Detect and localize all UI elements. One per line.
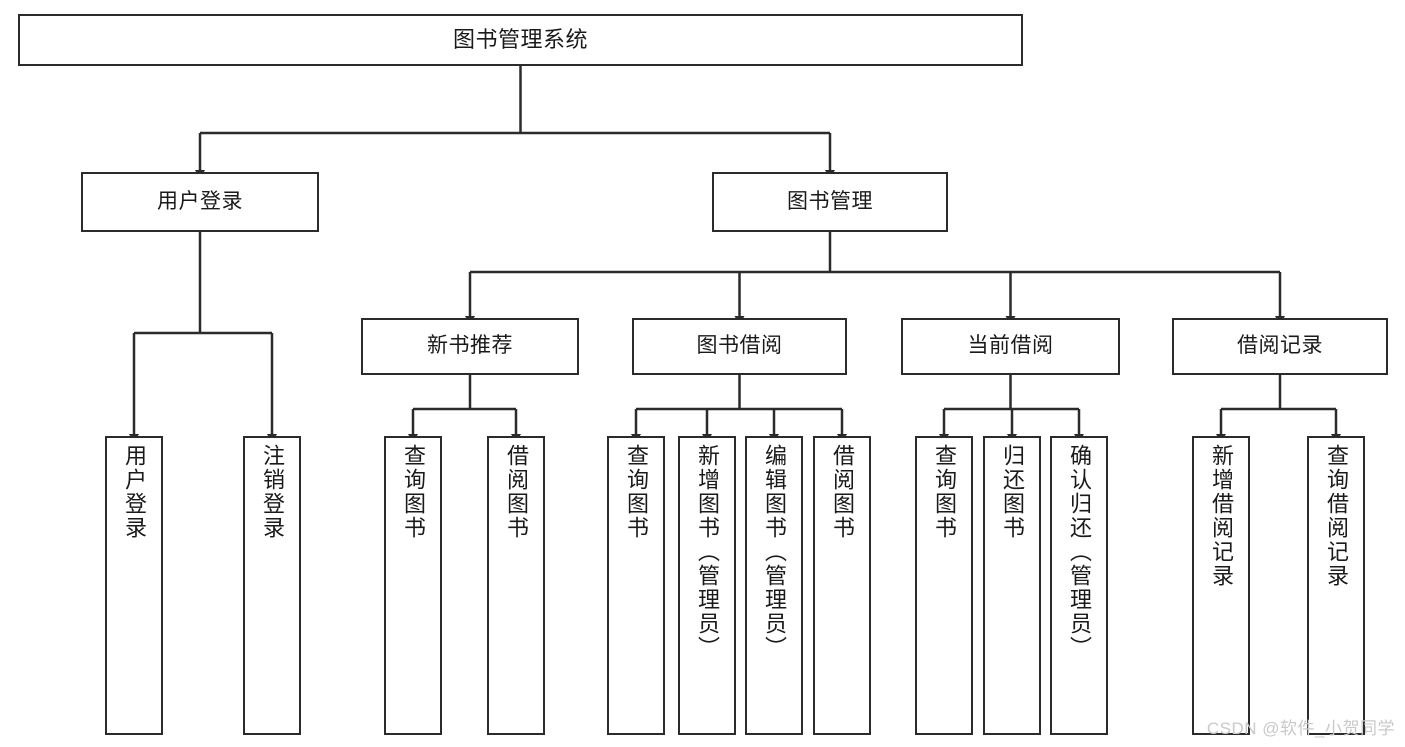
node-l8[interactable]: 借阅图书	[813, 436, 871, 735]
node-label: 用户登录	[122, 444, 147, 540]
node-label: 查询图书	[932, 444, 957, 540]
node-n-rec[interactable]: 借阅记录	[1172, 318, 1388, 375]
node-l12[interactable]: 新增借阅记录	[1192, 436, 1250, 735]
node-l13[interactable]: 查询借阅记录	[1307, 436, 1365, 735]
node-n-new[interactable]: 新书推荐	[361, 318, 579, 375]
node-label: 编辑图书（管理员）	[762, 444, 787, 660]
node-label: 归还图书	[1000, 444, 1025, 540]
node-l9[interactable]: 查询图书	[915, 436, 973, 735]
node-l7[interactable]: 编辑图书（管理员）	[745, 436, 803, 735]
node-n-cur[interactable]: 当前借阅	[901, 318, 1120, 375]
node-root[interactable]: 图书管理系统	[18, 14, 1023, 66]
node-label: 借阅记录	[1237, 334, 1323, 358]
node-label: 当前借阅	[967, 334, 1054, 358]
node-n-book[interactable]: 图书管理	[712, 172, 948, 232]
node-n-login[interactable]: 用户登录	[81, 172, 319, 232]
node-l5[interactable]: 查询图书	[607, 436, 665, 735]
node-label: 确认归还（管理员）	[1067, 444, 1092, 660]
node-l11[interactable]: 确认归还（管理员）	[1050, 436, 1108, 735]
node-label: 借阅图书	[830, 444, 855, 540]
edge-group	[129, 66, 1341, 443]
node-label: 图书管理系统	[452, 27, 588, 53]
node-label: 查询借阅记录	[1324, 444, 1349, 588]
node-l3[interactable]: 查询图书	[384, 436, 442, 735]
node-label: 新增借阅记录	[1209, 444, 1234, 588]
node-l10[interactable]: 归还图书	[983, 436, 1041, 735]
node-label: 新书推荐	[427, 334, 513, 358]
node-label: 查询图书	[401, 444, 426, 540]
node-label: 注销登录	[260, 444, 285, 540]
node-l4[interactable]: 借阅图书	[487, 436, 545, 735]
node-label: 借阅图书	[504, 444, 529, 540]
node-label: 查询图书	[624, 444, 649, 540]
node-n-borrow[interactable]: 图书借阅	[632, 318, 847, 375]
node-l1[interactable]: 用户登录	[105, 436, 163, 735]
node-l2[interactable]: 注销登录	[243, 436, 301, 735]
node-label: 新增图书（管理员）	[695, 444, 720, 660]
node-label: 用户登录	[157, 189, 243, 213]
node-label: 图书借阅	[696, 334, 783, 358]
node-l6[interactable]: 新增图书（管理员）	[678, 436, 736, 735]
node-label: 图书管理	[787, 189, 873, 213]
